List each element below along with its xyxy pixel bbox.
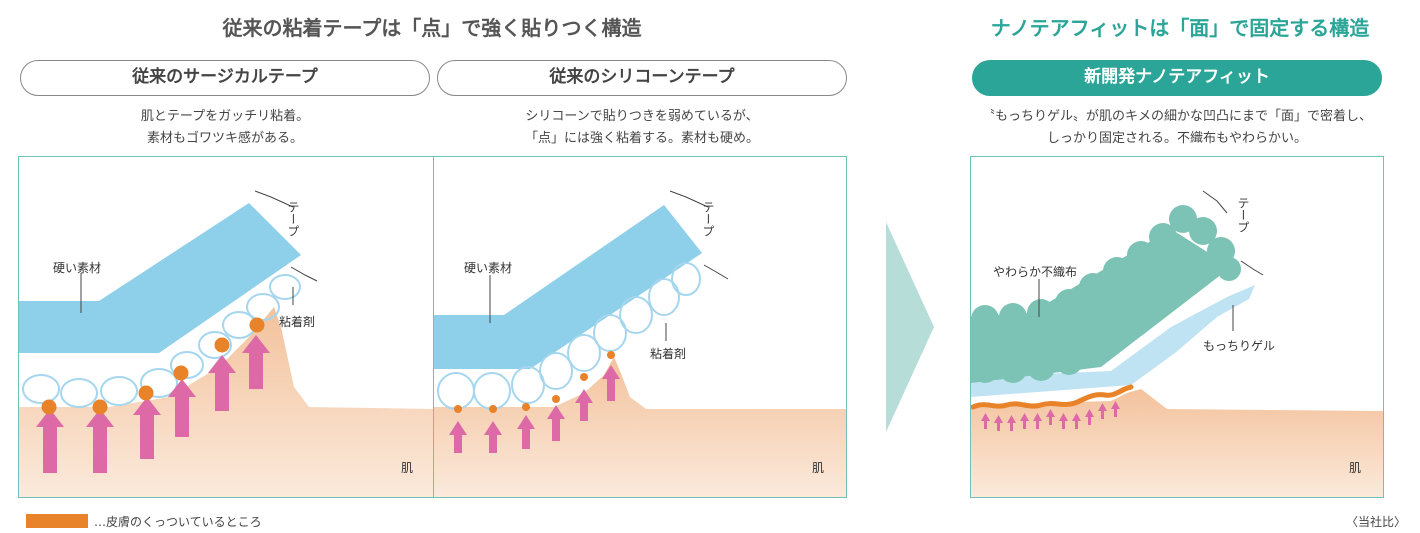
- nanotea-desc-line2: しっかり固定される。不織布もやわらかい。: [1046, 131, 1307, 146]
- skin-layer: [434, 357, 846, 497]
- contact-surface: [971, 384, 1134, 410]
- nanotea-desc-line1: 〝もっちりゲル〟が肌のキメの細かな凹凸にまで「面」で密着し、: [981, 109, 1372, 124]
- arrow: [133, 397, 161, 459]
- nanotea-label-skin: 肌: [1349, 461, 1362, 475]
- silicone-diagram: 硬い素材 テープ 粘着剤 肌: [433, 156, 847, 498]
- silicone-tape-heading: 従来のシリコーンテープ: [437, 60, 847, 96]
- silicone-label-skin: 肌: [812, 461, 825, 475]
- silicone-diagram-graphic: [434, 190, 846, 497]
- surgical-diagram-graphic: [19, 190, 433, 497]
- right-section-title: ナノテアフィットは「面」で固定する構造: [990, 16, 1370, 40]
- surgical-desc-line1: 肌とテープをガッチリ粘着。: [140, 109, 310, 124]
- pressure-arrows: [36, 335, 270, 473]
- pressure-arrows: [449, 365, 620, 453]
- arrow: [517, 415, 535, 449]
- tape-strip: [434, 205, 702, 369]
- arrow: [36, 409, 64, 473]
- nanotea-diagram-graphic: [971, 190, 1383, 497]
- arrow: [575, 389, 593, 421]
- pressure-arrows: [981, 401, 1120, 431]
- nanotea-label-nonwoven: やわらか不織布: [993, 265, 1078, 279]
- gel-layer: [971, 285, 1255, 397]
- arrow: [602, 365, 620, 401]
- arrow: [484, 421, 502, 453]
- legend-text: …皮膚のくっついているところ: [94, 515, 262, 529]
- silicone-label-hard-material: 硬い素材: [464, 261, 513, 275]
- surgical-description: 肌とテープをガッチリ粘着。 素材もゴワツキ感がある。: [20, 106, 430, 150]
- nanotea-fit-heading: 新開発ナノテアフィット: [972, 60, 1382, 96]
- surgical-label-tape: テープ: [286, 201, 300, 237]
- surgical-label-adhesive: 粘着剤: [279, 315, 316, 329]
- surgical-label-skin: 肌: [401, 461, 414, 475]
- silicone-label-tape: テープ: [701, 201, 715, 237]
- surgical-label-hard-material: 硬い素材: [53, 261, 102, 275]
- nanotea-diagram: やわらか不織布 テープ もっちりゲル 肌: [970, 156, 1384, 498]
- arrow: [449, 421, 467, 453]
- surgical-tape-heading: 従来のサージカルテープ: [20, 60, 430, 96]
- skin-layer: [971, 389, 1383, 497]
- arrow: [86, 409, 114, 473]
- tape-strip: [19, 203, 301, 353]
- contact-points: [41, 317, 265, 415]
- leader-lines: [80, 190, 318, 313]
- contact-points: [454, 351, 615, 413]
- silicone-description: シリコーンで貼りつきを弱めているが、 「点」には強く粘着する。素材も硬め。: [437, 106, 847, 150]
- silicone-desc-line1: シリコーンで貼りつきを弱めているが、: [525, 109, 759, 124]
- leader-lines: [1038, 190, 1264, 331]
- legend-swatch: [26, 514, 88, 528]
- left-section-title: 従来の粘着テープは「点」で強く貼りつく構造: [222, 16, 642, 40]
- comparison-arrow-icon: [886, 222, 934, 432]
- surgical-diagram: 硬い素材 テープ 粘着剤 肌: [18, 156, 434, 498]
- nanotea-label-tape: テープ: [1236, 197, 1250, 233]
- comparison-note: 〈当社比〉: [1345, 515, 1406, 529]
- arrow: [547, 405, 565, 441]
- nanotea-description: 〝もっちりゲル〟が肌のキメの細かな凹凸にまで「面」で密着し、 しっかり固定される…: [962, 106, 1392, 150]
- arrow: [168, 379, 196, 437]
- arrow: [208, 355, 236, 411]
- nonwoven-fabric: [971, 205, 1241, 383]
- arrow: [242, 335, 270, 389]
- leader-lines: [489, 190, 729, 341]
- silicone-desc-line2: 「点」には強く粘着する。素材も硬め。: [524, 131, 759, 146]
- surgical-desc-line2: 素材もゴワツキ感がある。: [146, 131, 303, 146]
- adhesive-loops: [22, 274, 301, 408]
- silicone-label-adhesive: 粘着剤: [650, 347, 687, 361]
- nanotea-label-gel: もっちりゲル: [1203, 339, 1276, 353]
